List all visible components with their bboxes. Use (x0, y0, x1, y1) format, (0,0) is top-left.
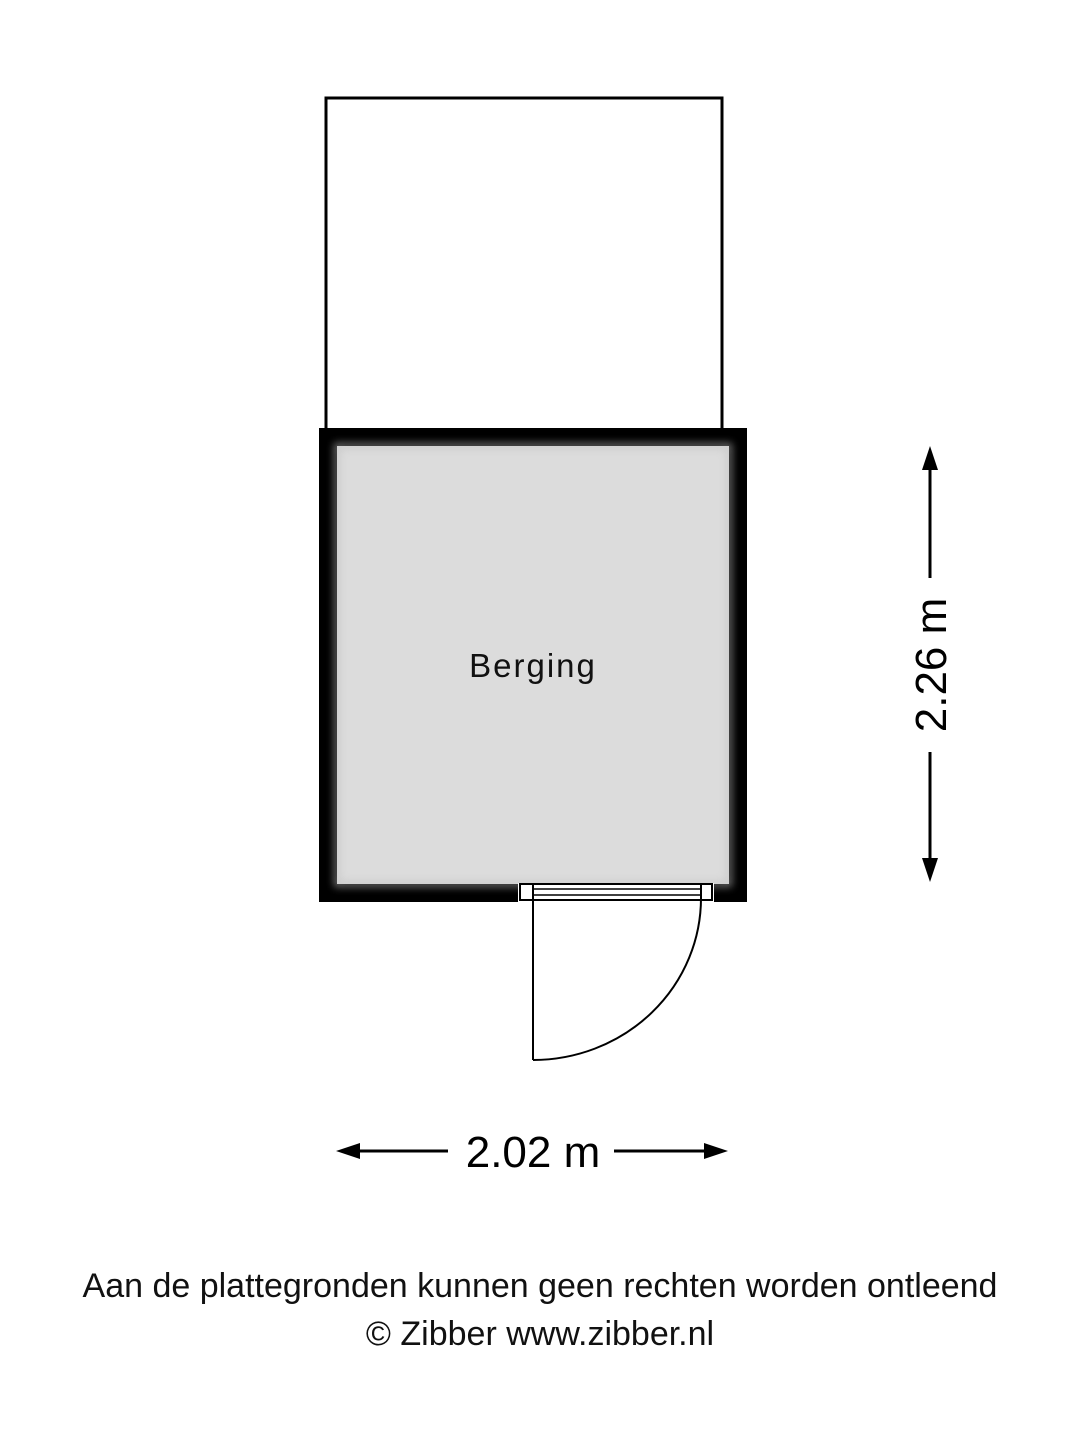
height-arrow-bottom-icon (922, 858, 938, 882)
height-arrow-top-icon (922, 446, 938, 470)
room-label: Berging (469, 647, 597, 684)
width-arrow-right-icon (704, 1143, 728, 1159)
height-dimension-label: 2.26 m (907, 598, 956, 733)
width-dimension-label: 2.02 m (466, 1128, 601, 1177)
footer-disclaimer: Aan de plattegronden kunnen geen rechten… (82, 1267, 998, 1305)
outdoor-area-outline (324, 96, 724, 428)
width-arrow-left-icon (336, 1143, 360, 1159)
room-floor (337, 446, 729, 884)
door-swing-arc (532, 897, 702, 1061)
footer-copyright: © Zibber www.zibber.nl (365, 1315, 715, 1353)
door-frame (519, 883, 713, 901)
